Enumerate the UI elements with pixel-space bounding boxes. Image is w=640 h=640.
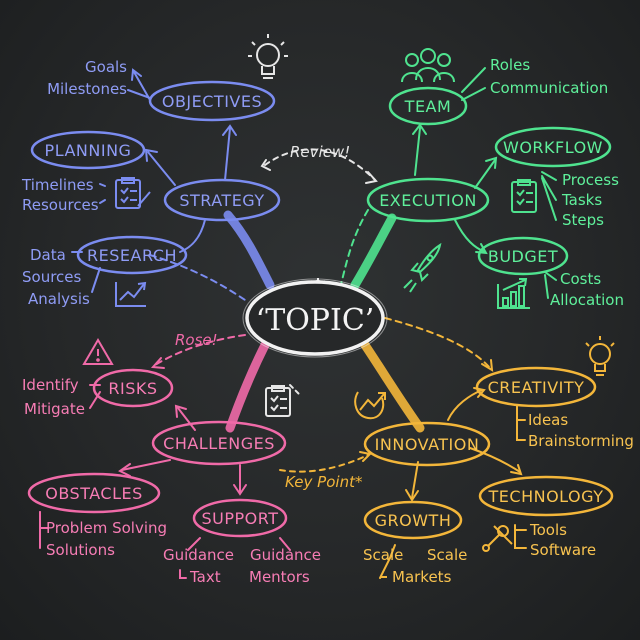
connectors	[39, 67, 557, 579]
leaf-sources: Sources	[22, 268, 82, 286]
node-obstacles[interactable]: OBSTACLES	[27, 472, 161, 514]
branch-execution	[350, 213, 397, 290]
node-objectives[interactable]: OBJECTIVES	[148, 80, 276, 122]
leaf-tasks: Tasks	[561, 191, 602, 209]
node-budget-label: BUDGET	[488, 247, 558, 266]
branch-strategy	[223, 210, 275, 290]
note-rose: Rose!	[175, 331, 218, 349]
node-planning-label: PLANNING	[45, 141, 132, 160]
node-support[interactable]: SUPPORT	[192, 498, 288, 538]
node-team[interactable]: TEAM	[388, 86, 468, 126]
node-creativity-label: CREATIVITY	[488, 378, 585, 397]
node-growth[interactable]: GROWTH	[363, 500, 463, 540]
leaf-scale-right: Scale	[427, 546, 467, 564]
node-team-label: TEAM	[404, 97, 452, 116]
leaf-tools: Tools	[529, 521, 567, 539]
node-budget[interactable]: BUDGET	[477, 236, 569, 276]
leaf-guidance-left: Guidance	[163, 546, 234, 564]
node-research[interactable]: RESEARCH	[76, 235, 188, 275]
node-obstacles-label: OBSTACLES	[45, 484, 143, 503]
leaf-mitigate: Mitigate	[24, 400, 85, 418]
node-planning[interactable]: PLANNING	[30, 130, 146, 170]
leaf-resources: Resources	[22, 196, 99, 214]
node-innovation[interactable]: INNOVATION	[363, 421, 491, 467]
leaf-milestones: Milestones	[47, 80, 127, 98]
leaf-costs: Costs	[560, 270, 601, 288]
leaf-communication: Communication	[490, 79, 608, 97]
node-strategy-label: STRATEGY	[179, 191, 264, 210]
lightbulb-icon	[248, 34, 288, 79]
node-technology[interactable]: TECHNOLOGY	[478, 475, 614, 517]
leaf-allocation: Allocation	[550, 291, 624, 309]
chart-icon	[115, 281, 147, 307]
leaf-identify: Identify	[22, 376, 79, 394]
leaf-software: Software	[530, 541, 596, 559]
leaf-mentors: Mentors	[249, 568, 310, 586]
leaf-process: Process	[562, 171, 619, 189]
leaf-goals: Goals	[85, 58, 127, 76]
node-workflow-label: WORKFLOW	[503, 138, 603, 157]
leaf-guidance-right: Guidance	[250, 546, 321, 564]
clipboard-icon	[115, 177, 151, 209]
note-review: Review!	[290, 143, 350, 161]
clipboard-icon	[265, 385, 291, 417]
leaf-steps: Steps	[562, 211, 604, 229]
leaf-taxt: Taxt	[189, 568, 221, 586]
node-workflow[interactable]: WORKFLOW	[494, 126, 612, 168]
leaf-solutions: Solutions	[46, 541, 115, 559]
center-node[interactable]: ‘TOPIC’	[242, 278, 388, 358]
node-execution-label: EXECUTION	[379, 191, 477, 210]
growth-arrow-icon	[354, 391, 386, 420]
node-execution[interactable]: EXECUTION	[366, 177, 490, 223]
node-risks-label: RISKS	[108, 379, 157, 398]
node-strategy[interactable]: STRATEGY	[163, 178, 281, 222]
node-risks[interactable]: RISKS	[92, 368, 174, 408]
lightbulb-icon	[585, 336, 615, 376]
leaf-brainstorming: Brainstorming	[528, 432, 634, 450]
leaf-data: Data	[30, 246, 66, 264]
clipboard-icon	[511, 179, 537, 213]
chart-icon	[497, 278, 530, 309]
leaf-timelines: Timelines	[21, 176, 94, 194]
branch-innovation	[360, 340, 425, 433]
wrench-icon	[482, 525, 513, 552]
leaf-analysis: Analysis	[28, 290, 90, 308]
node-research-label: RESEARCH	[87, 246, 177, 265]
leaf-ideas: Ideas	[528, 411, 568, 429]
node-creativity[interactable]: CREATIVITY	[475, 366, 597, 408]
main-branches	[223, 210, 425, 433]
people-icon	[401, 48, 455, 83]
leaf-scale-left: Scale	[363, 546, 403, 564]
note-key-point: Key Point*	[285, 473, 363, 491]
leaf-markets: Markets	[392, 568, 452, 586]
leaf-roles: Roles	[490, 56, 530, 74]
node-technology-label: TECHNOLOGY	[488, 487, 604, 506]
warning-icon	[82, 338, 114, 365]
center-label: ‘TOPIC’	[256, 303, 375, 338]
leaf-problem-solving: Problem Solving	[46, 519, 167, 537]
node-support-label: SUPPORT	[202, 509, 279, 528]
branch-challenges	[225, 340, 270, 433]
node-challenges-label: CHALLENGES	[163, 434, 275, 453]
node-innovation-label: INNOVATION	[375, 435, 480, 454]
rocket-icon	[403, 242, 442, 293]
node-objectives-label: OBJECTIVES	[162, 92, 262, 111]
node-challenges[interactable]: CHALLENGES	[151, 420, 287, 466]
node-growth-label: GROWTH	[375, 511, 452, 530]
